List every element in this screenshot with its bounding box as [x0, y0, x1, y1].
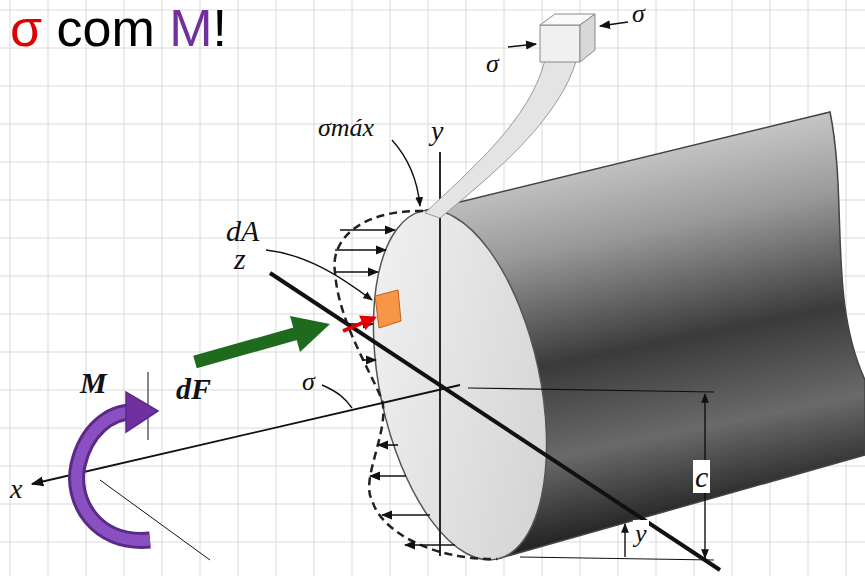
title: σ com M!: [10, 0, 227, 57]
moment-arrow: [77, 412, 150, 540]
stress-cube: [540, 14, 595, 62]
dimension-line: [624, 524, 625, 545]
cube-arrow: [600, 22, 628, 26]
extension-line: [520, 557, 714, 560]
leader-line: [322, 385, 352, 408]
stress-symbol: σ: [302, 368, 315, 397]
moment-arrow: [77, 412, 150, 540]
area-element: [375, 290, 401, 328]
force-arrow: [343, 318, 374, 331]
extension-line: [468, 388, 714, 392]
stress-symbol: σ: [632, 0, 645, 29]
moment-plane: [100, 480, 210, 560]
max-stress-label: σmáx: [318, 114, 374, 143]
axis-label: y: [431, 116, 443, 147]
force-arrow-head: [290, 316, 330, 352]
cube-arrow: [508, 44, 536, 47]
axis-label: z: [234, 242, 246, 275]
stress-envelope: [334, 211, 497, 559]
axis-label: x: [10, 474, 22, 505]
stress-symbol: σ: [486, 50, 499, 79]
detail-ribbon: [425, 58, 577, 218]
force-arrow-big: [195, 333, 298, 362]
dimension-label: y: [633, 520, 649, 549]
force-label: dF: [176, 372, 211, 405]
moment-label: M: [80, 366, 107, 399]
leader-line: [392, 140, 420, 206]
leader-line: [266, 250, 372, 300]
dimension-line: [624, 545, 625, 557]
moment-arrow-head: [126, 392, 158, 432]
dimension-label: c: [693, 460, 710, 493]
z-axis: [270, 273, 720, 570]
stress-arrows: [335, 230, 455, 545]
